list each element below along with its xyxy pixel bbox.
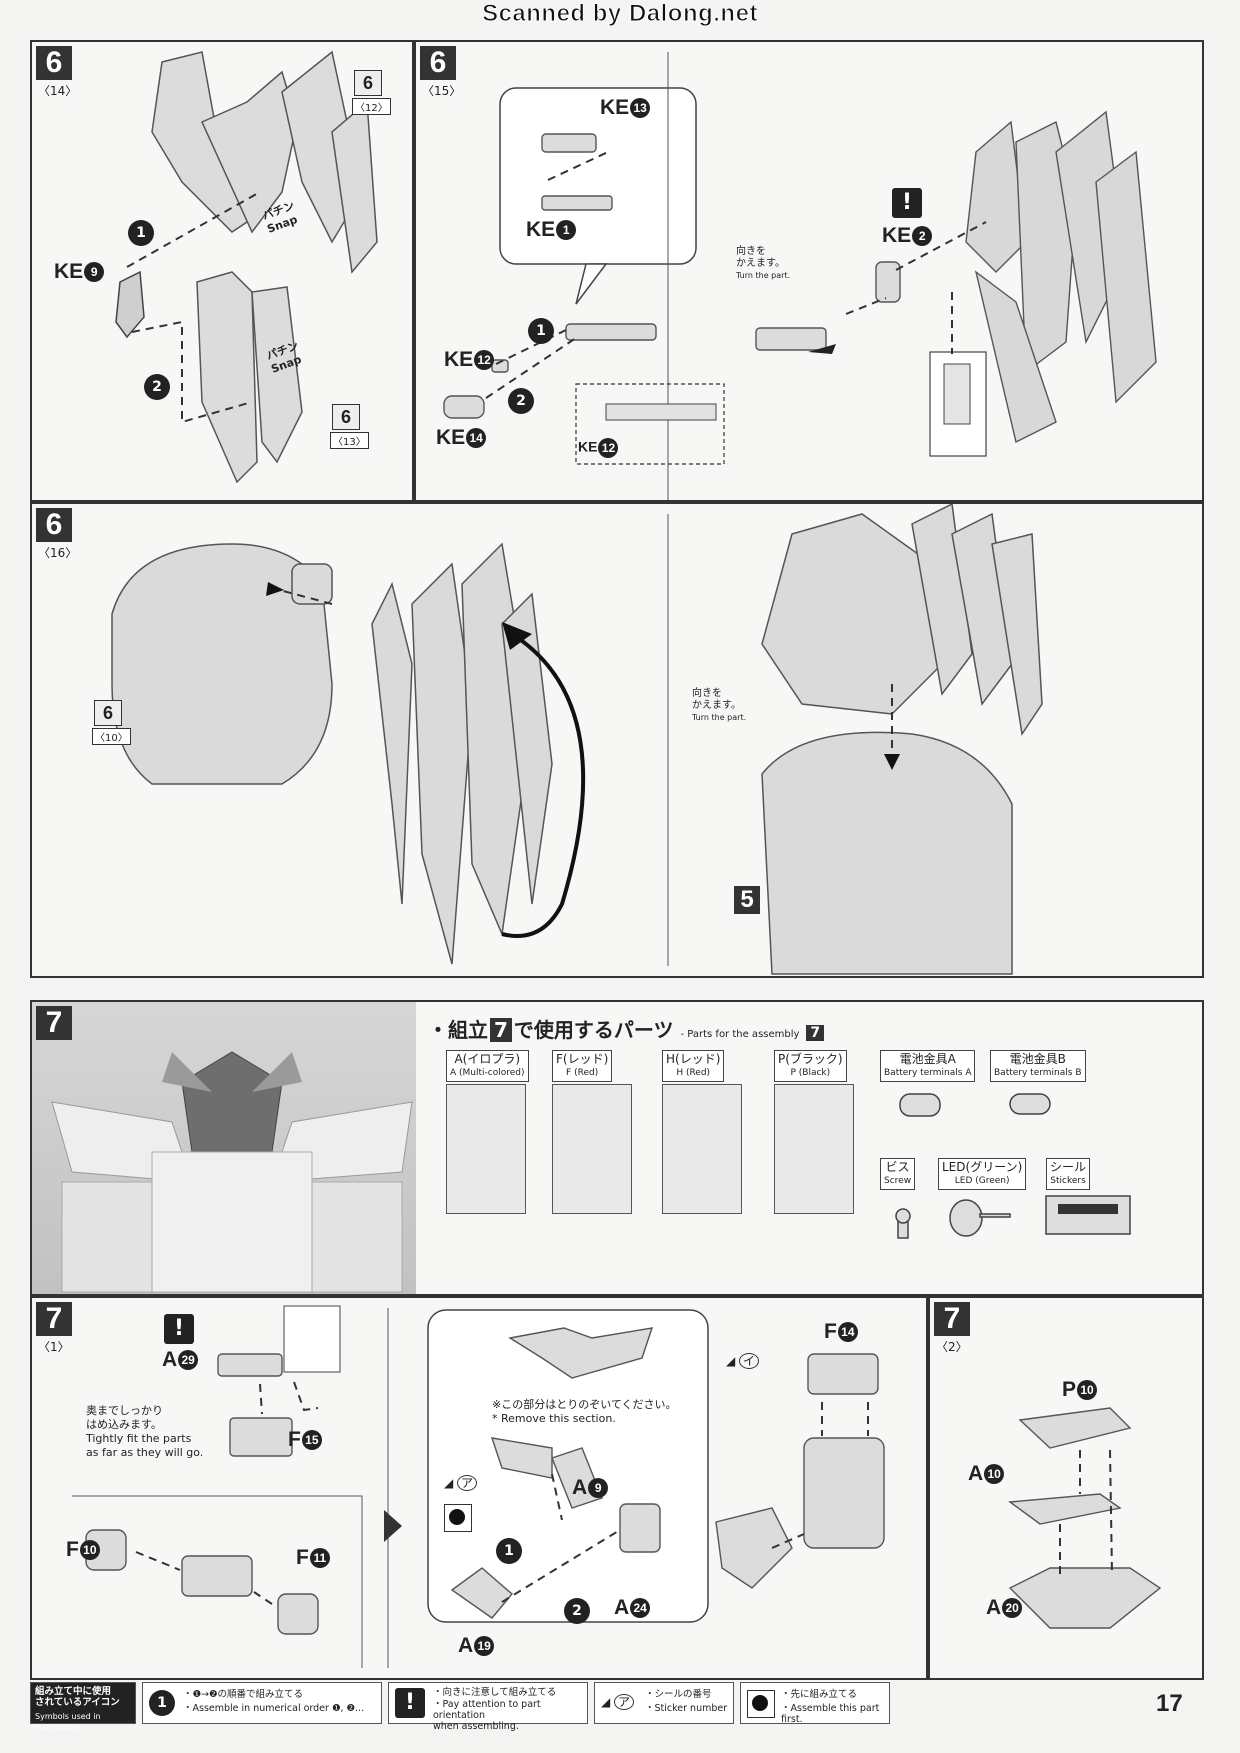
step-number: 6 (36, 46, 72, 80)
runner-h (662, 1084, 742, 1214)
extras-illustration (895, 1093, 1131, 1239)
legend-order: 1 ・❶→❷の順番で組み立てる ・Assemble in numerical o… (142, 1682, 382, 1724)
panel-6-15: 6 〈15〉 (414, 40, 1204, 502)
legend-first: ・先に組み立てる ・Assemble this part first. (740, 1682, 890, 1725)
step-number: 7 (36, 1006, 72, 1040)
watermark: Scanned by Dalong.net (482, 0, 758, 28)
ref-badge-top-sub: 〈12〉 (352, 98, 391, 115)
shield-assembly-illustration (443, 52, 1157, 500)
legend-orientation: ! ・向きに注意して組み立てる ・Pay attention to part o… (388, 1682, 588, 1732)
step-sub: 〈2〉 (936, 1340, 968, 1354)
ref-badge-top: 6 (354, 70, 382, 96)
step-number: 6 (36, 508, 72, 542)
legend-sticker: ◢ ア ・シールの番号 ・Sticker number (594, 1682, 734, 1724)
step-number: 6 (420, 46, 456, 80)
ref-badge-sub: 〈10〉 (92, 728, 131, 745)
step-number: 7 (36, 1302, 72, 1336)
order-marker-2: 2 (144, 374, 170, 400)
step-sub: 〈16〉 (38, 546, 78, 560)
step-sub: 〈15〉 (422, 84, 462, 98)
runner-p (774, 1084, 854, 1214)
runner-label-p: P(ブラック)P (Black) (774, 1050, 847, 1082)
order-marker-1: 1 (496, 1538, 522, 1564)
ref-badge: 6 (94, 700, 122, 726)
runner-label-f: F(レッド)F (Red) (552, 1050, 613, 1082)
turn-note: 向きを かえます。Turn the part. (692, 688, 747, 722)
panel-7-1: 7 〈1〉 (30, 1296, 928, 1680)
order-marker-2: 2 (564, 1598, 590, 1624)
assemble-first-icon (444, 1504, 472, 1532)
icon-legend: 組み立て中に使用 されているアイコン Symbols used in instr… (30, 1682, 890, 1732)
warning-icon: ! (164, 1314, 194, 1344)
order-marker-1: 1 (528, 318, 554, 344)
ref-step-5: 5 (734, 886, 760, 914)
collar-assembly-illustration (1008, 1407, 1162, 1629)
sticker-label-a: ◢ ア (444, 1474, 478, 1491)
assemble-first-icon (747, 1690, 775, 1718)
tight-fit-note: 奥までしっかり はめ込みます。Tightly fit the parts as … (86, 1404, 204, 1459)
sticker-label-i: ◢ イ (726, 1352, 760, 1369)
step-sub: 〈14〉 (38, 84, 78, 98)
ref-badge-bottom: 6 (332, 404, 360, 430)
runner-a (446, 1084, 526, 1214)
order-marker-1: 1 (128, 220, 154, 246)
remove-note: ※この部分はとりのぞいてください。* Remove this section. (492, 1398, 677, 1425)
warning-icon: ! (892, 188, 922, 218)
extra-led: LED(グリーン)LED (Green) (938, 1158, 1027, 1190)
chest-assembly-illustration (72, 1305, 885, 1668)
panel-6-16: 6 〈16〉 6 〈10〉 向きを かえます。Turn the part. 5 (30, 502, 1204, 978)
step-sub: 〈1〉 (38, 1340, 70, 1354)
turn-note: 向きを かえます。Turn the part. (736, 246, 791, 280)
page-number: 17 (1156, 1690, 1183, 1717)
product-photo (32, 1002, 416, 1294)
ref-badge-bottom-sub: 〈13〉 (330, 432, 369, 449)
order-marker-2: 2 (508, 388, 534, 414)
legend-title: 組み立て中に使用 されているアイコン Symbols used in instr… (30, 1682, 136, 1732)
runner-label-h: H(レッド)H (Red) (662, 1050, 725, 1082)
step-number: 7 (934, 1302, 970, 1336)
torso-assembly-illustration (111, 504, 1043, 975)
runner-label-a: A(イロプラ)A (Multi-colored) (446, 1050, 529, 1082)
runner-f (552, 1084, 632, 1214)
wing-illustration (115, 50, 378, 484)
sticker-icon: ◢ ア (601, 1693, 635, 1710)
